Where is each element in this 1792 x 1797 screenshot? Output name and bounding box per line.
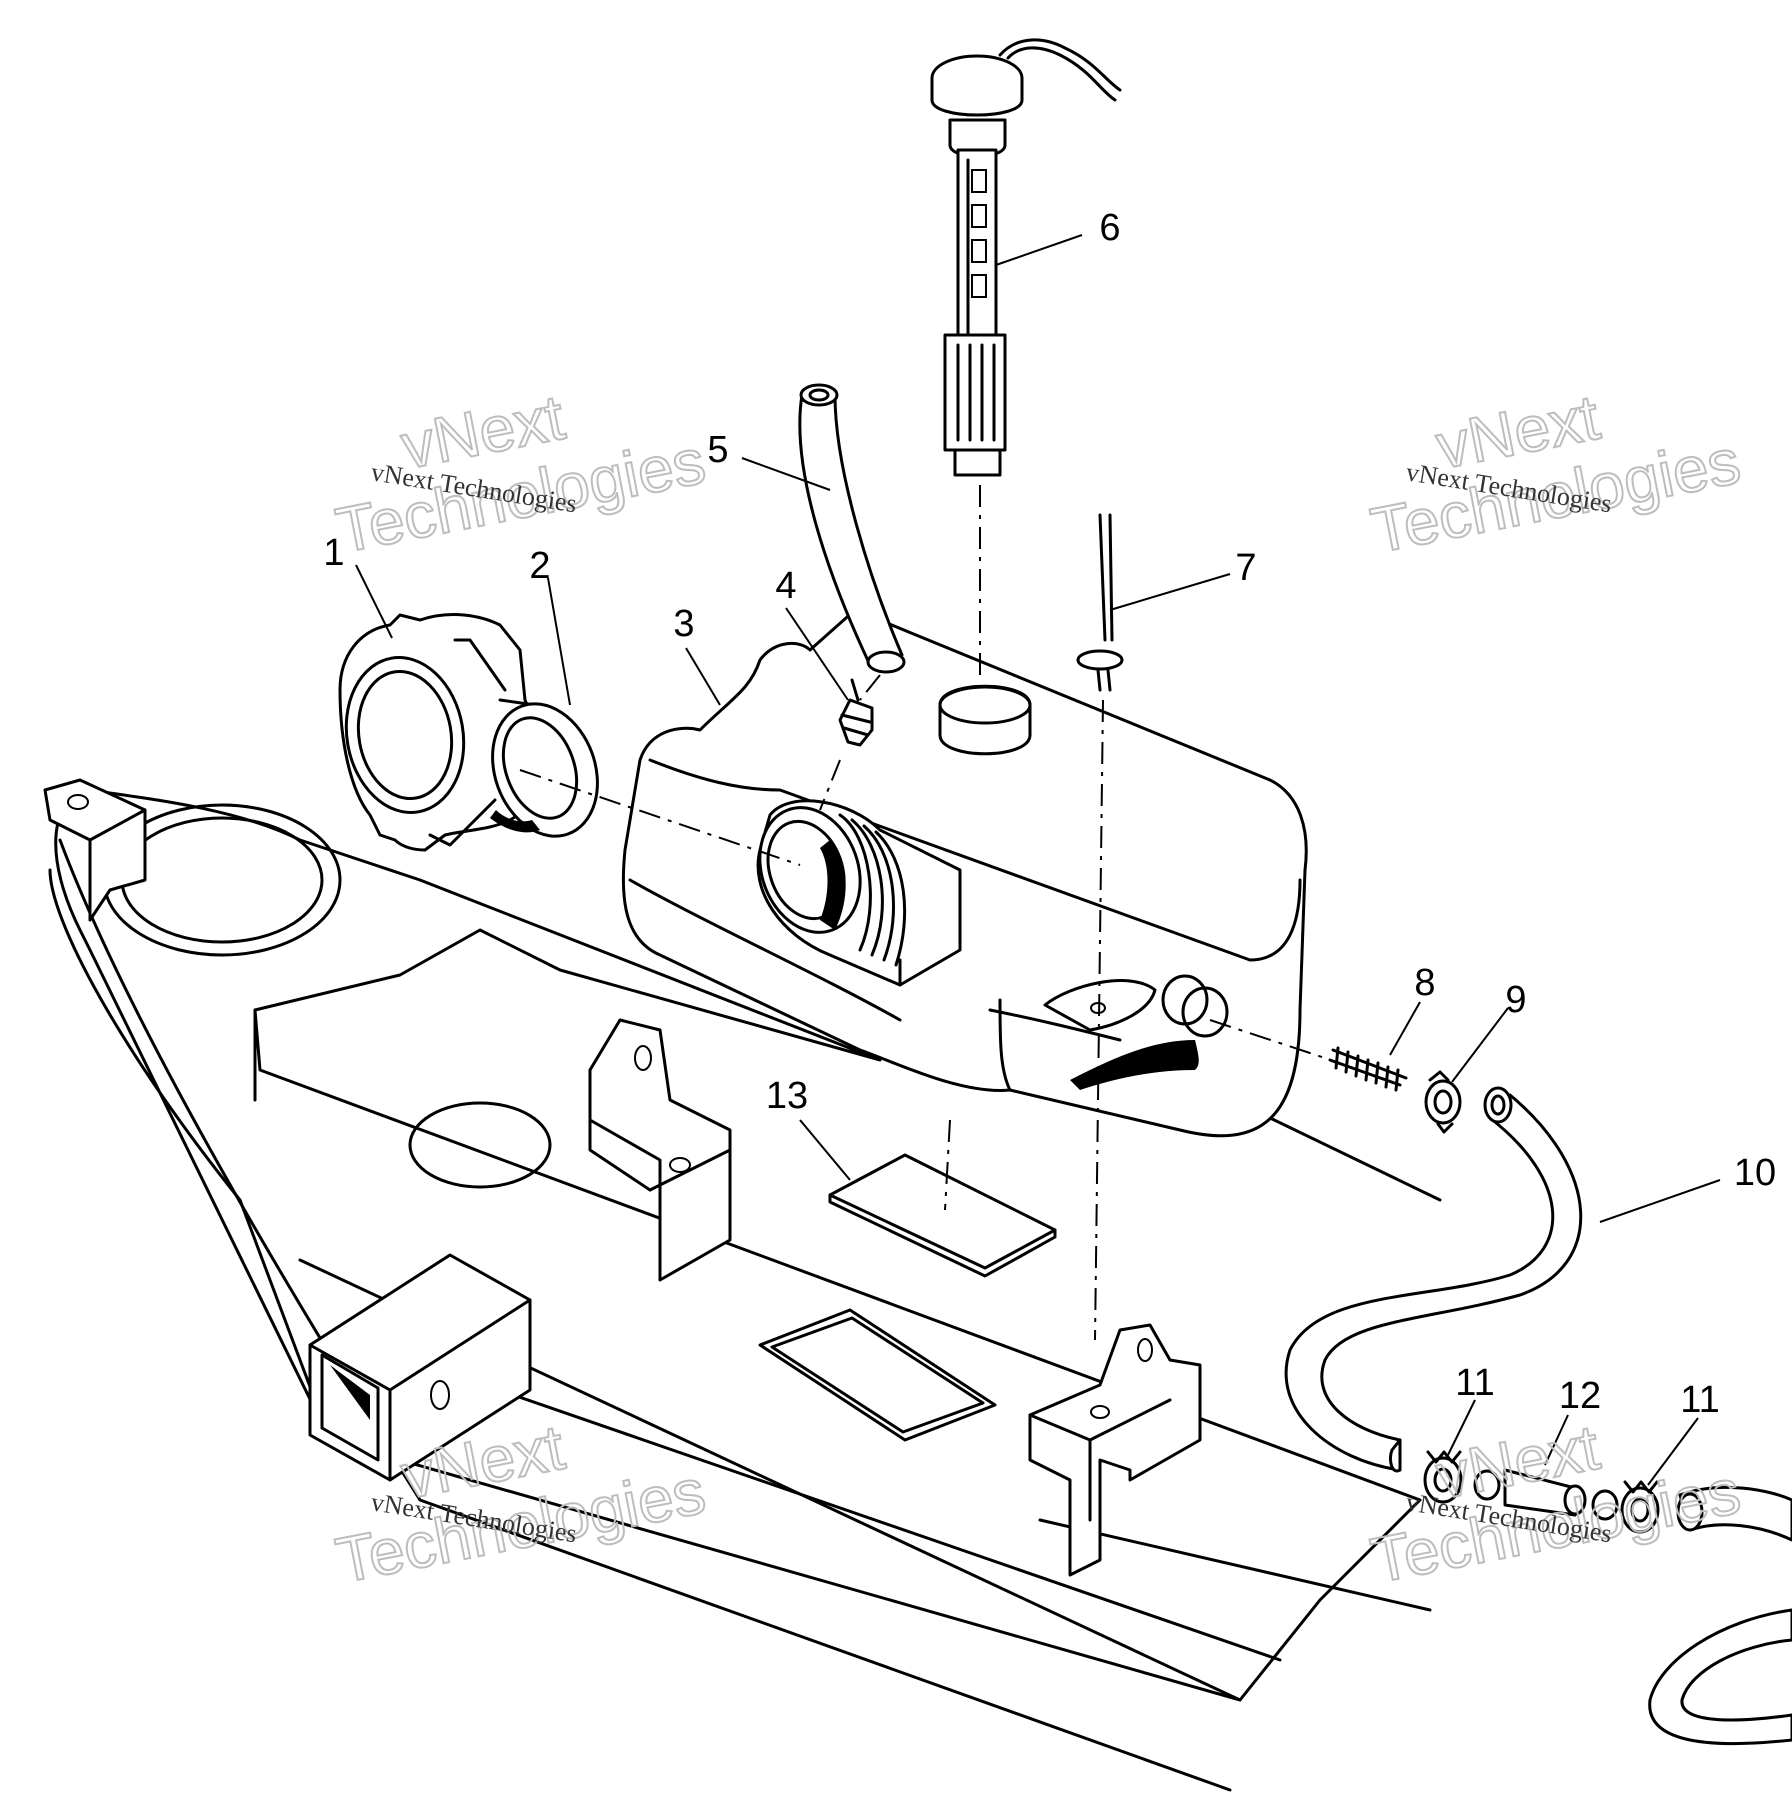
part-3-oil-tank [621,608,1308,1138]
callout-2: 2 [529,545,550,587]
assembly-axis-cap [519,769,801,866]
callout-13: 13 [766,1075,808,1117]
callout-6: 6 [1099,207,1120,249]
part-11-clamp-right [1620,1480,1660,1534]
callout-10: 10 [1734,1152,1776,1194]
callout-11-left: 11 [1455,1362,1494,1404]
leader-lines [355,234,1721,1486]
callout-3: 3 [673,603,694,645]
callout-5: 5 [707,429,728,471]
callout-8: 8 [1414,962,1435,1004]
square-tube [308,1253,532,1482]
callout-4: 4 [775,565,796,607]
part-5-hose [798,383,906,701]
part-11-clamp-left [1423,1450,1463,1504]
callout-9: 9 [1505,979,1526,1021]
rear-bracket [43,778,147,922]
part-2-gasket [490,702,599,838]
part-7-pin [1076,513,1124,1341]
callout-7: 7 [1235,547,1256,589]
part-13-pad [828,1119,1057,1278]
part-6-level-sender [930,38,1122,680]
front-mount-bracket [1028,1323,1202,1577]
callout-12: 12 [1559,1375,1601,1417]
outlet-hose [1648,1485,1792,1746]
callout-1: 1 [323,532,344,574]
part-12-filter [1473,1468,1619,1521]
part-8-spring [1209,1019,1408,1092]
part-4-fitting [819,678,874,811]
center-mount-bracket [588,1018,732,1282]
callout-11-right: 11 [1680,1379,1719,1421]
callouts: 1 2 3 4 5 6 7 8 9 10 11 11 12 13 [323,207,1776,1421]
part-9-clamp [1424,1070,1462,1134]
part-10-hose [1284,1086,1583,1473]
